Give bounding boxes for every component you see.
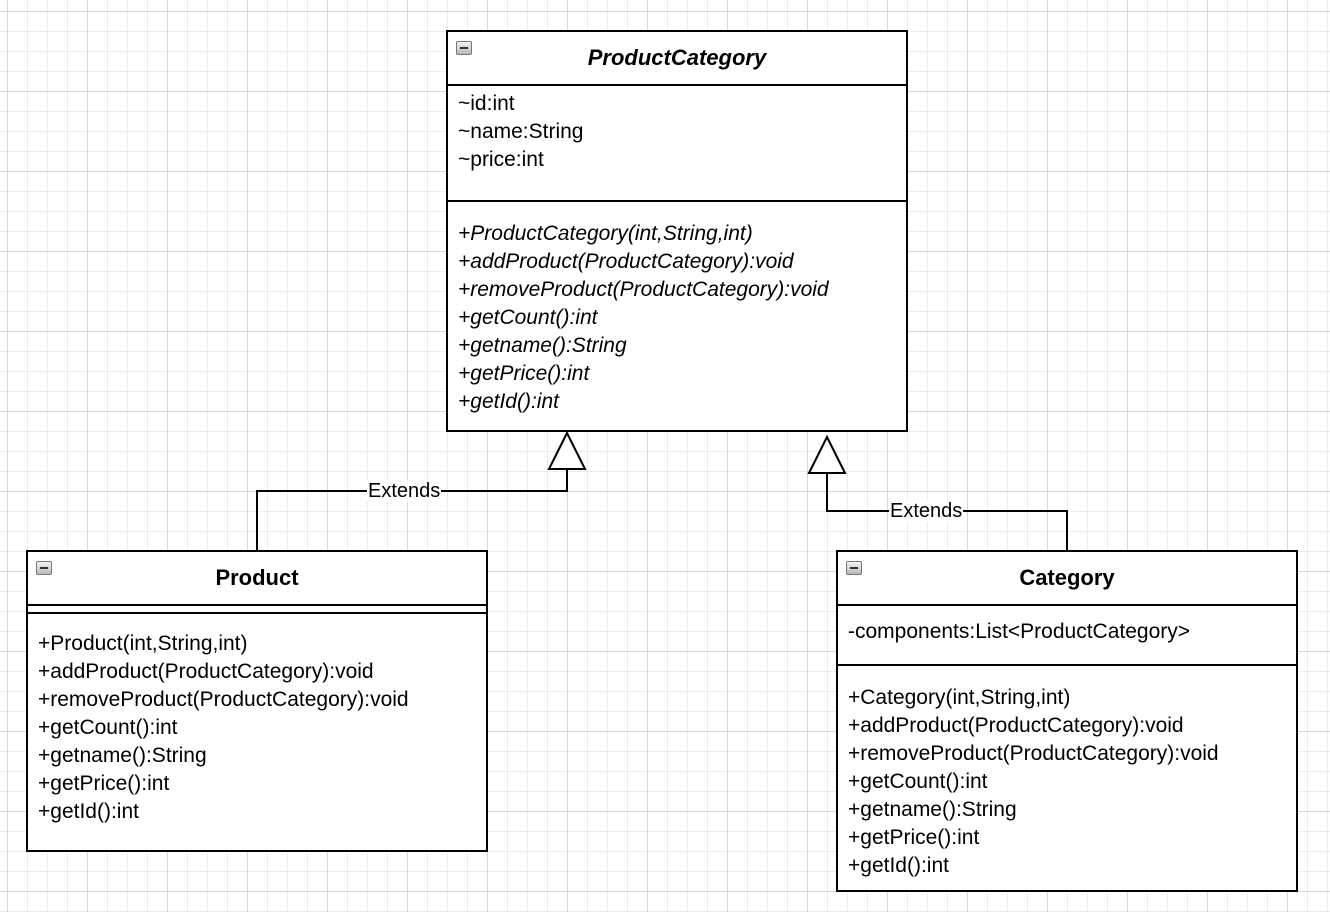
collapse-icon[interactable] — [36, 561, 52, 575]
class-category-title: Category — [1019, 565, 1115, 590]
attribute-row: ~price:int — [458, 148, 544, 171]
method-row: +getId():int — [38, 800, 139, 823]
collapse-icon[interactable] — [846, 561, 862, 575]
method-row: +getId():int — [458, 390, 559, 413]
method-row: +addProduct(ProductCategory):void — [38, 660, 374, 683]
attribute-row: ~name:String — [458, 120, 584, 143]
class-product-category-attributes[interactable]: ~id:int ~name:String ~price:int — [448, 86, 906, 202]
method-row: +getname():String — [458, 334, 627, 357]
class-product-category[interactable]: ProductCategory ~id:int ~name:String ~pr… — [446, 30, 908, 432]
method-row: +getId():int — [848, 854, 949, 877]
method-row: +removeProduct(ProductCategory):void — [38, 688, 409, 711]
class-product-title: Product — [215, 565, 299, 590]
method-row: +Category(int,String,int) — [848, 686, 1071, 709]
collapse-icon[interactable] — [456, 41, 472, 55]
method-row: +getCount():int — [38, 716, 178, 739]
method-row: +ProductCategory(int,String,int) — [458, 222, 753, 245]
class-category-header[interactable]: Category — [838, 552, 1296, 606]
method-row: +getCount():int — [848, 770, 988, 793]
class-category[interactable]: Category -components:List<ProductCategor… — [836, 550, 1298, 892]
attribute-row: -components:List<ProductCategory> — [848, 620, 1191, 643]
method-row: +getCount():int — [458, 306, 598, 329]
class-product-header[interactable]: Product — [28, 552, 486, 606]
method-row: +addProduct(ProductCategory):void — [848, 714, 1184, 737]
class-product-category-title: ProductCategory — [587, 45, 767, 70]
method-row: +getname():String — [848, 798, 1017, 821]
product-extends-arrowhead-icon — [547, 430, 587, 470]
class-category-methods[interactable]: +Category(int,String,int) +addProduct(Pr… — [838, 666, 1296, 884]
method-row: +getname():String — [38, 744, 207, 767]
class-product-category-header[interactable]: ProductCategory — [448, 32, 906, 86]
attribute-row: ~id:int — [458, 92, 515, 115]
product-extends-label[interactable]: Extends — [367, 480, 442, 502]
method-row: +getPrice():int — [38, 772, 170, 795]
class-product-methods[interactable]: +Product(int,String,int) +addProduct(Pro… — [28, 614, 486, 830]
category-extends-label[interactable]: Extends — [889, 500, 964, 522]
category-extends-arrowhead-icon — [807, 434, 847, 474]
method-row: +getPrice():int — [848, 826, 980, 849]
method-row: +removeProduct(ProductCategory):void — [848, 742, 1219, 765]
method-row: +removeProduct(ProductCategory):void — [458, 278, 829, 301]
class-product-attributes[interactable] — [28, 606, 486, 614]
class-product-category-methods[interactable]: +ProductCategory(int,String,int) +addPro… — [448, 202, 906, 420]
method-row: +addProduct(ProductCategory):void — [458, 250, 794, 273]
method-row: +getPrice():int — [458, 362, 590, 385]
class-category-attributes[interactable]: -components:List<ProductCategory> — [838, 606, 1296, 666]
method-row: +Product(int,String,int) — [38, 632, 248, 655]
class-product[interactable]: Product +Product(int,String,int) +addPro… — [26, 550, 488, 852]
